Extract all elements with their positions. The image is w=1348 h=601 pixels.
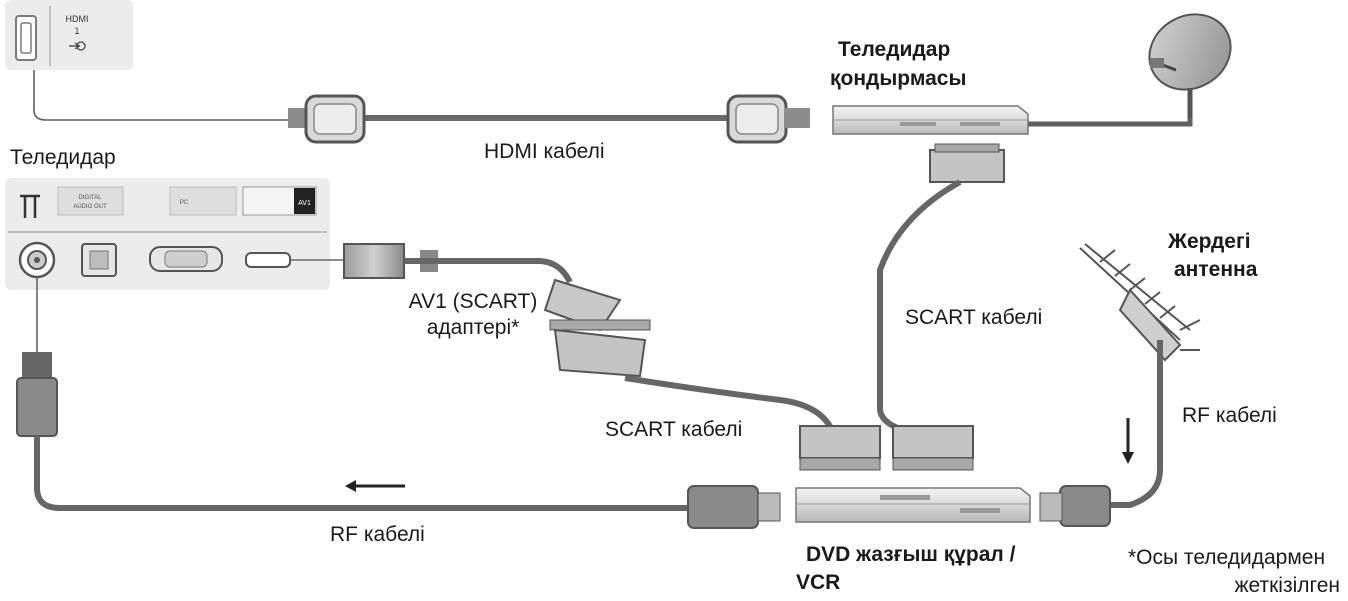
av1-scart-port-icon <box>245 252 291 268</box>
dvd-recorder <box>795 487 1031 523</box>
tv-label: Теледидар <box>10 146 116 169</box>
digital-audio-label-1: DIGITAL <box>79 195 103 201</box>
av1-port-label: AV1 <box>298 200 311 207</box>
av1-adapter-label-line1: AV1 (SCART) <box>408 290 538 313</box>
dvd-label-line1: DVD жазғыш құрал / <box>806 543 1016 566</box>
footnote-line2: жеткізілген <box>1234 574 1340 597</box>
digital-audio-label-2: AUDIO OUT <box>73 204 107 210</box>
tv-connector-panel: DIGITAL AUDIO OUT PC AV1 <box>5 178 330 290</box>
input-arrow-icon <box>69 41 86 51</box>
hdmi-cable-label: HDMI кабелі <box>484 140 605 163</box>
antenna-label-line1: Жердегі <box>1168 230 1251 253</box>
hdmi-cable <box>33 70 810 144</box>
footnote-line1: *Осы теледидармен <box>1128 546 1326 569</box>
terrestrial-antenna-icon <box>1079 243 1201 362</box>
rf-cable-right-label: RF кабелі <box>1182 404 1277 427</box>
rf-cable-right <box>1039 340 1163 527</box>
hdmi-port-number: 1 <box>74 26 79 36</box>
optical-audio-port-icon <box>81 243 117 277</box>
satellite-dish-icon <box>1148 13 1232 118</box>
rf-cable-bottom <box>16 277 781 529</box>
set-top-box <box>832 105 1029 135</box>
settop-label-line2: қондырмасы <box>830 67 967 90</box>
hdmi-plug-right <box>726 94 810 144</box>
dish-cable <box>1028 92 1193 127</box>
hdmi-port-title: HDMI <box>66 14 89 24</box>
pc-port-label: PC <box>180 200 189 206</box>
antenna-label-line2: антенна <box>1174 258 1258 281</box>
rf-cable-bottom-label: RF кабелі <box>330 523 425 546</box>
antenna-symbol-icon <box>20 194 40 218</box>
tv-hdmi-panel: HDMI 1 <box>5 0 133 70</box>
settop-label-line1: Теледидар <box>838 38 951 61</box>
av1-adapter <box>290 243 651 332</box>
rf-input-socket-icon <box>18 241 56 279</box>
hdmi-plug-left <box>288 94 366 144</box>
scart-cable-left-label: SCART кабелі <box>605 418 743 441</box>
vga-port-icon <box>149 246 223 272</box>
scart-cable-left <box>553 328 881 471</box>
scart-cable-right <box>877 143 1005 471</box>
dvd-label-line2: VCR <box>796 571 841 594</box>
scart-cable-right-label: SCART кабелі <box>905 306 1043 329</box>
av1-adapter-label-line2: адаптері* <box>426 316 520 339</box>
